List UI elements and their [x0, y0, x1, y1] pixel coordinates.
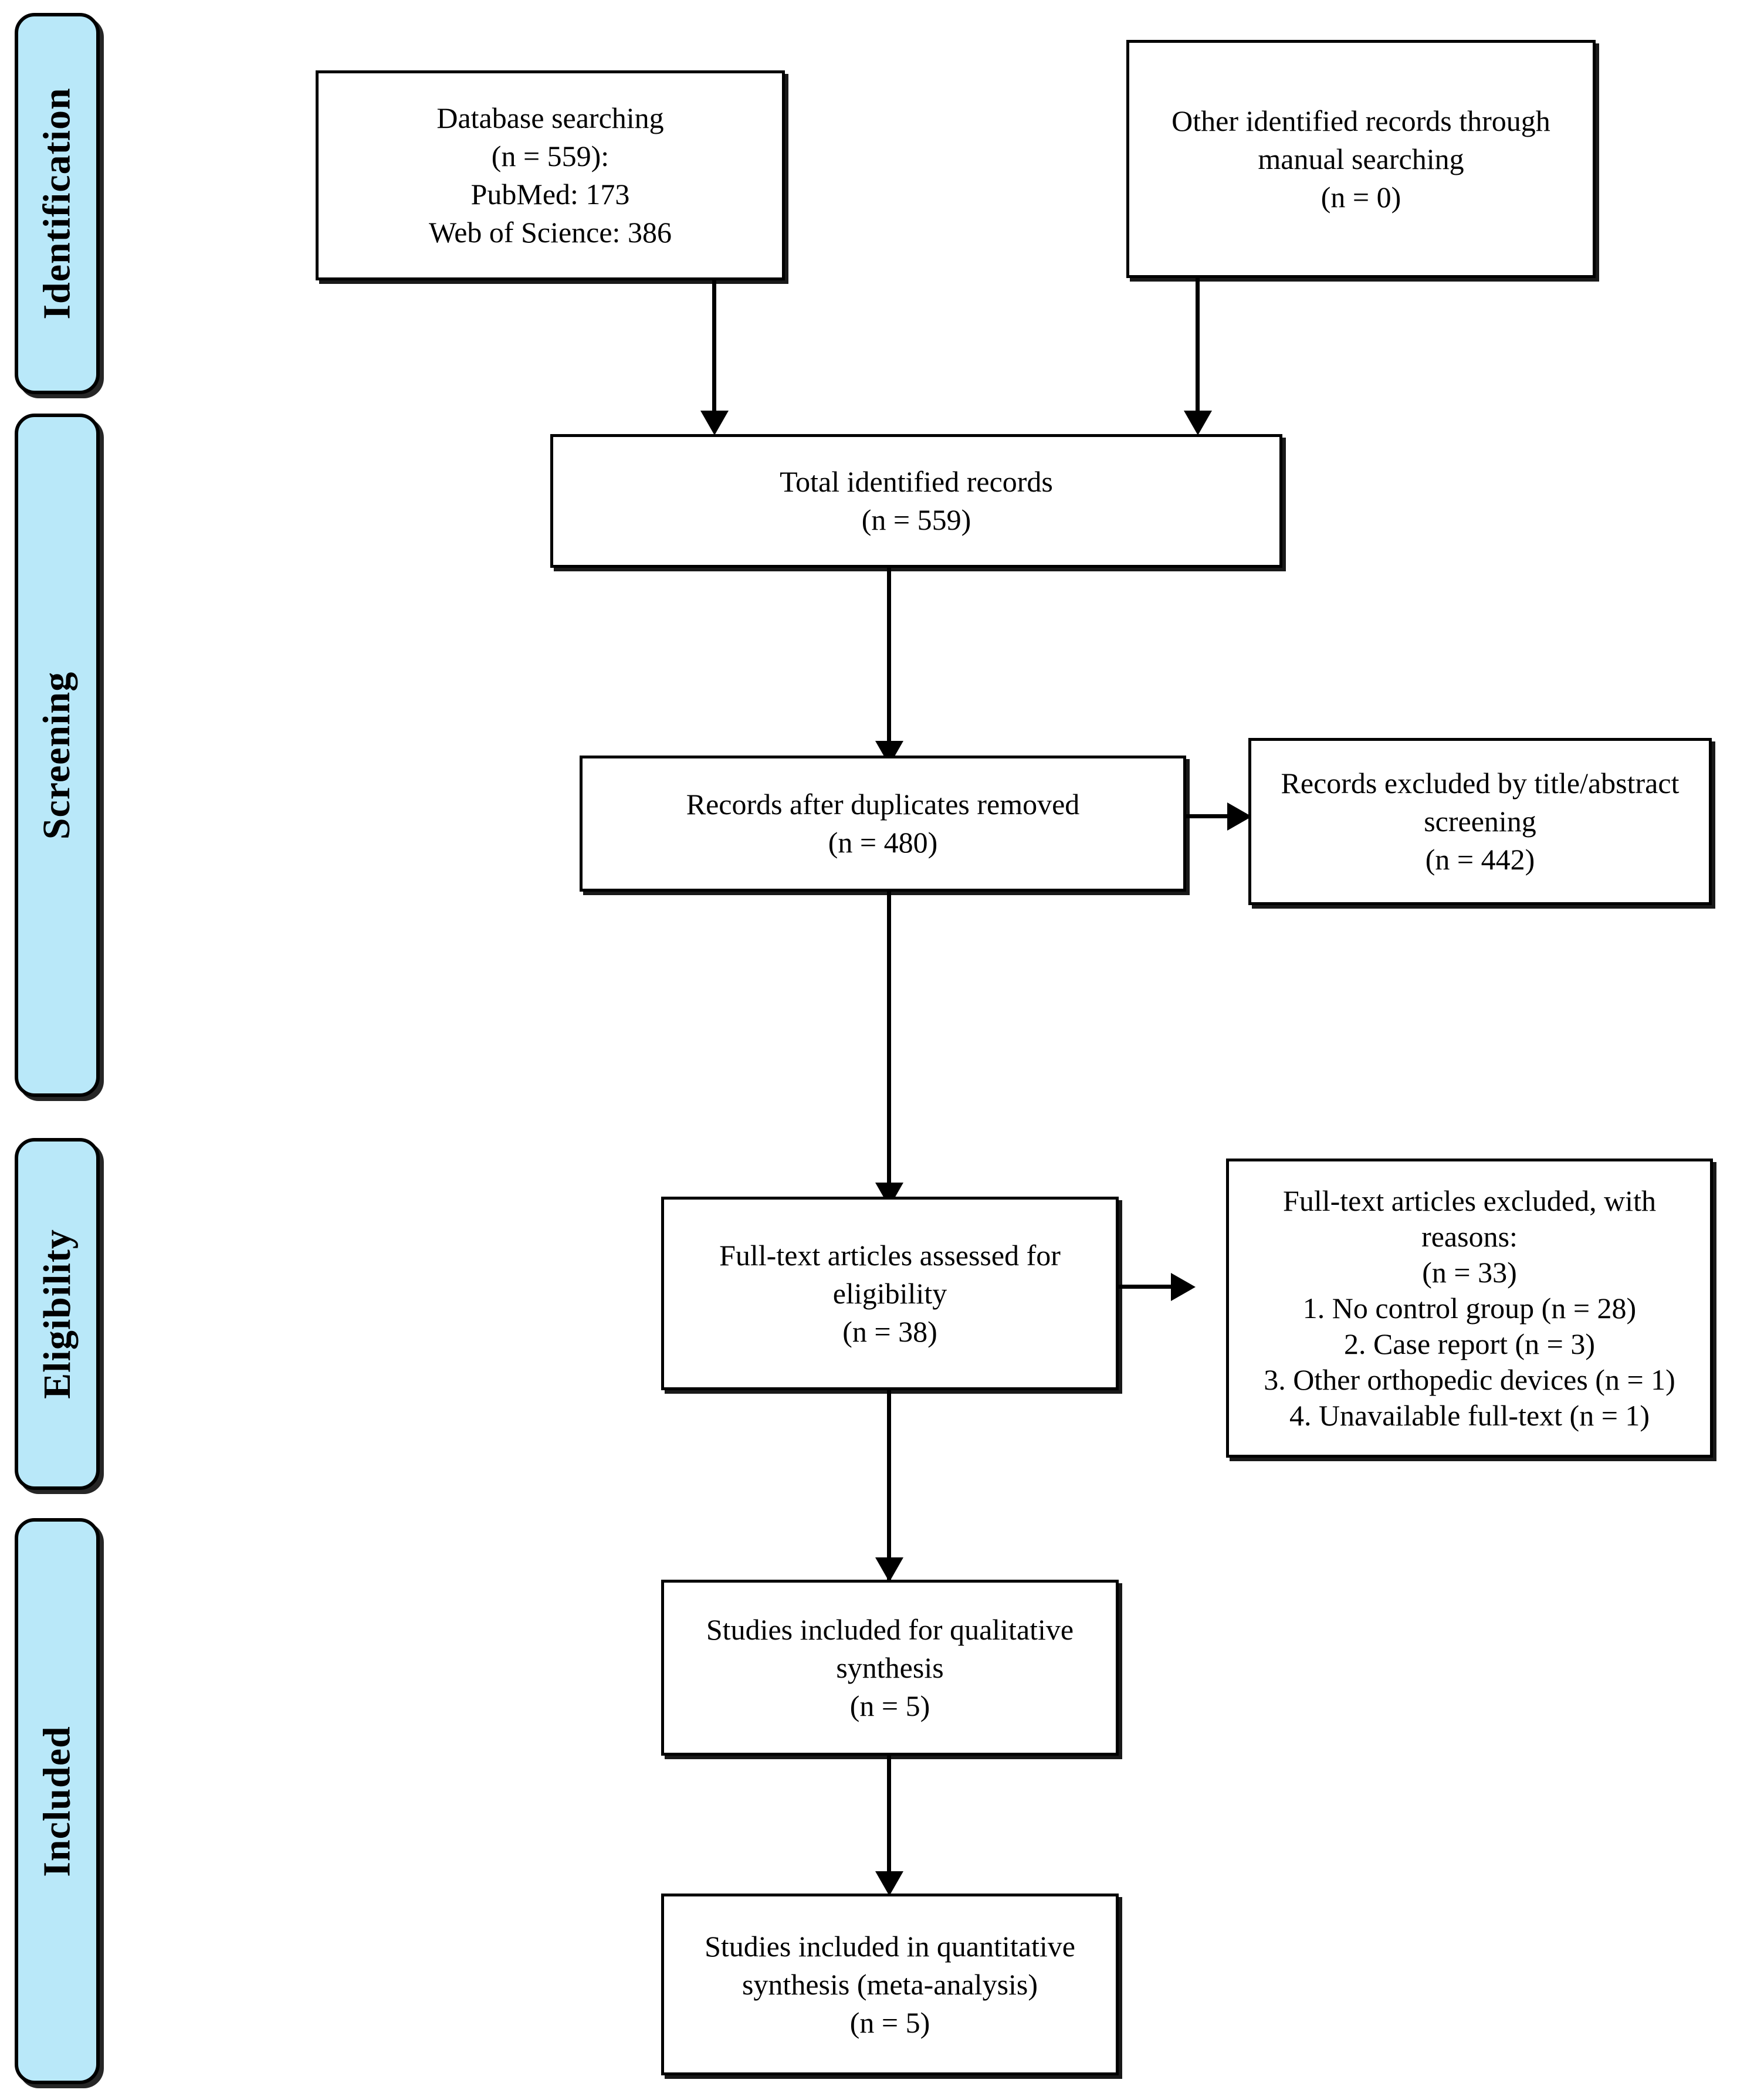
- manual-searching-line-1: Other identified records through: [1171, 104, 1550, 137]
- manual-searching-line-2: manual searching: [1258, 142, 1464, 175]
- fulltext-excluded-reason-2: 2. Case report (n = 3): [1343, 1327, 1596, 1360]
- fulltext-excluded-reason-4: 4. Unavailable full-text (n = 1): [1289, 1398, 1650, 1432]
- connector-duplicates-to-excluded: [1184, 814, 1231, 818]
- excluded-title-abstract-line-2: screening: [1424, 805, 1536, 838]
- arrowhead-manual-to-total: [1184, 411, 1212, 435]
- connector-duplicates-to-fulltext: [887, 892, 891, 1185]
- node-manual-searching: Other identified records through manual …: [1126, 40, 1596, 278]
- node-fulltext-assessed: Full-text articles assessed for eligibil…: [661, 1197, 1119, 1390]
- node-records-after-duplicates: Records after duplicates removed (n = 48…: [580, 756, 1186, 892]
- stage-included: Included: [15, 1518, 100, 2084]
- qualitative-synthesis-line-1: Studies included for qualitative: [706, 1613, 1074, 1646]
- quantitative-synthesis-line-2: synthesis (meta-analysis): [741, 1967, 1038, 2001]
- excluded-title-abstract-line-1: Records excluded by title/abstract: [1281, 767, 1680, 800]
- stage-eligibility: Eligibility: [15, 1138, 100, 1490]
- qualitative-synthesis-line-3: (n = 5): [849, 1689, 930, 1722]
- stage-identification-label: Identification: [35, 87, 79, 320]
- fulltext-excluded-reason-3: 3. Other orthopedic devices (n = 1): [1264, 1363, 1675, 1396]
- database-searching-line-4: Web of Science: 386: [429, 216, 672, 249]
- fulltext-excluded-line-2: reasons:: [1421, 1220, 1518, 1253]
- stage-included-label: Included: [35, 1725, 79, 1877]
- connector-total-to-duplicates: [887, 567, 891, 743]
- database-searching-line-2: (n = 559):: [491, 140, 610, 172]
- arrowhead-duplicates-to-excluded: [1227, 802, 1252, 831]
- after-duplicates-line-2: (n = 480): [828, 826, 938, 859]
- node-qualitative-synthesis: Studies included for qualitative synthes…: [661, 1580, 1119, 1756]
- node-quantitative-synthesis: Studies included in quantitative synthes…: [661, 1894, 1119, 2075]
- manual-searching-line-3: (n = 0): [1320, 180, 1401, 214]
- database-searching-line-3: PubMed: 173: [470, 178, 630, 211]
- excluded-title-abstract-line-3: (n = 442): [1425, 843, 1535, 876]
- quantitative-synthesis-line-1: Studies included in quantitative: [705, 1929, 1075, 1963]
- quantitative-synthesis-line-3: (n = 5): [849, 2006, 930, 2039]
- after-duplicates-line-1: Records after duplicates removed: [686, 788, 1080, 821]
- node-records-excluded-title-abstract: Records excluded by title/abstract scree…: [1248, 738, 1712, 905]
- fulltext-assessed-line-2: eligibility: [832, 1276, 947, 1310]
- database-searching-line-1: Database searching: [436, 101, 664, 134]
- connector-qualitative-to-quantitative: [887, 1756, 891, 1891]
- arrowhead-qualitative-to-quantitative: [875, 1871, 903, 1896]
- node-total-identified-records: Total identified records (n = 559): [550, 434, 1282, 568]
- fulltext-excluded-line-1: Full-text articles excluded, with: [1283, 1184, 1656, 1217]
- fulltext-assessed-line-3: (n = 38): [842, 1315, 937, 1348]
- fulltext-excluded-reason-1: 1. No control group (n = 28): [1302, 1291, 1637, 1325]
- fulltext-assessed-line-1: Full-text articles assessed for: [719, 1238, 1061, 1272]
- total-identified-line-1: Total identified records: [780, 465, 1053, 498]
- fulltext-excluded-line-3: (n = 33): [1422, 1255, 1517, 1289]
- connector-fulltext-to-excluded: [1115, 1285, 1173, 1289]
- arrowhead-fulltext-to-qualitative: [875, 1557, 903, 1582]
- connector-database-to-total: [712, 279, 716, 413]
- node-fulltext-excluded-with-reasons: Full-text articles excluded, with reason…: [1226, 1159, 1713, 1458]
- arrowhead-fulltext-to-excluded: [1171, 1273, 1196, 1301]
- stage-screening-label: Screening: [35, 671, 79, 839]
- node-database-searching: Database searching (n = 559): PubMed: 17…: [316, 70, 785, 280]
- qualitative-synthesis-line-2: synthesis: [836, 1651, 944, 1684]
- connector-fulltext-to-qualitative: [887, 1390, 891, 1584]
- stage-screening: Screening: [15, 414, 100, 1097]
- stage-identification: Identification: [15, 13, 100, 394]
- arrowhead-database-to-total: [700, 411, 729, 435]
- total-identified-line-2: (n = 559): [861, 503, 971, 536]
- connector-manual-to-total: [1196, 277, 1200, 413]
- stage-eligibility-label: Eligibility: [35, 1229, 79, 1399]
